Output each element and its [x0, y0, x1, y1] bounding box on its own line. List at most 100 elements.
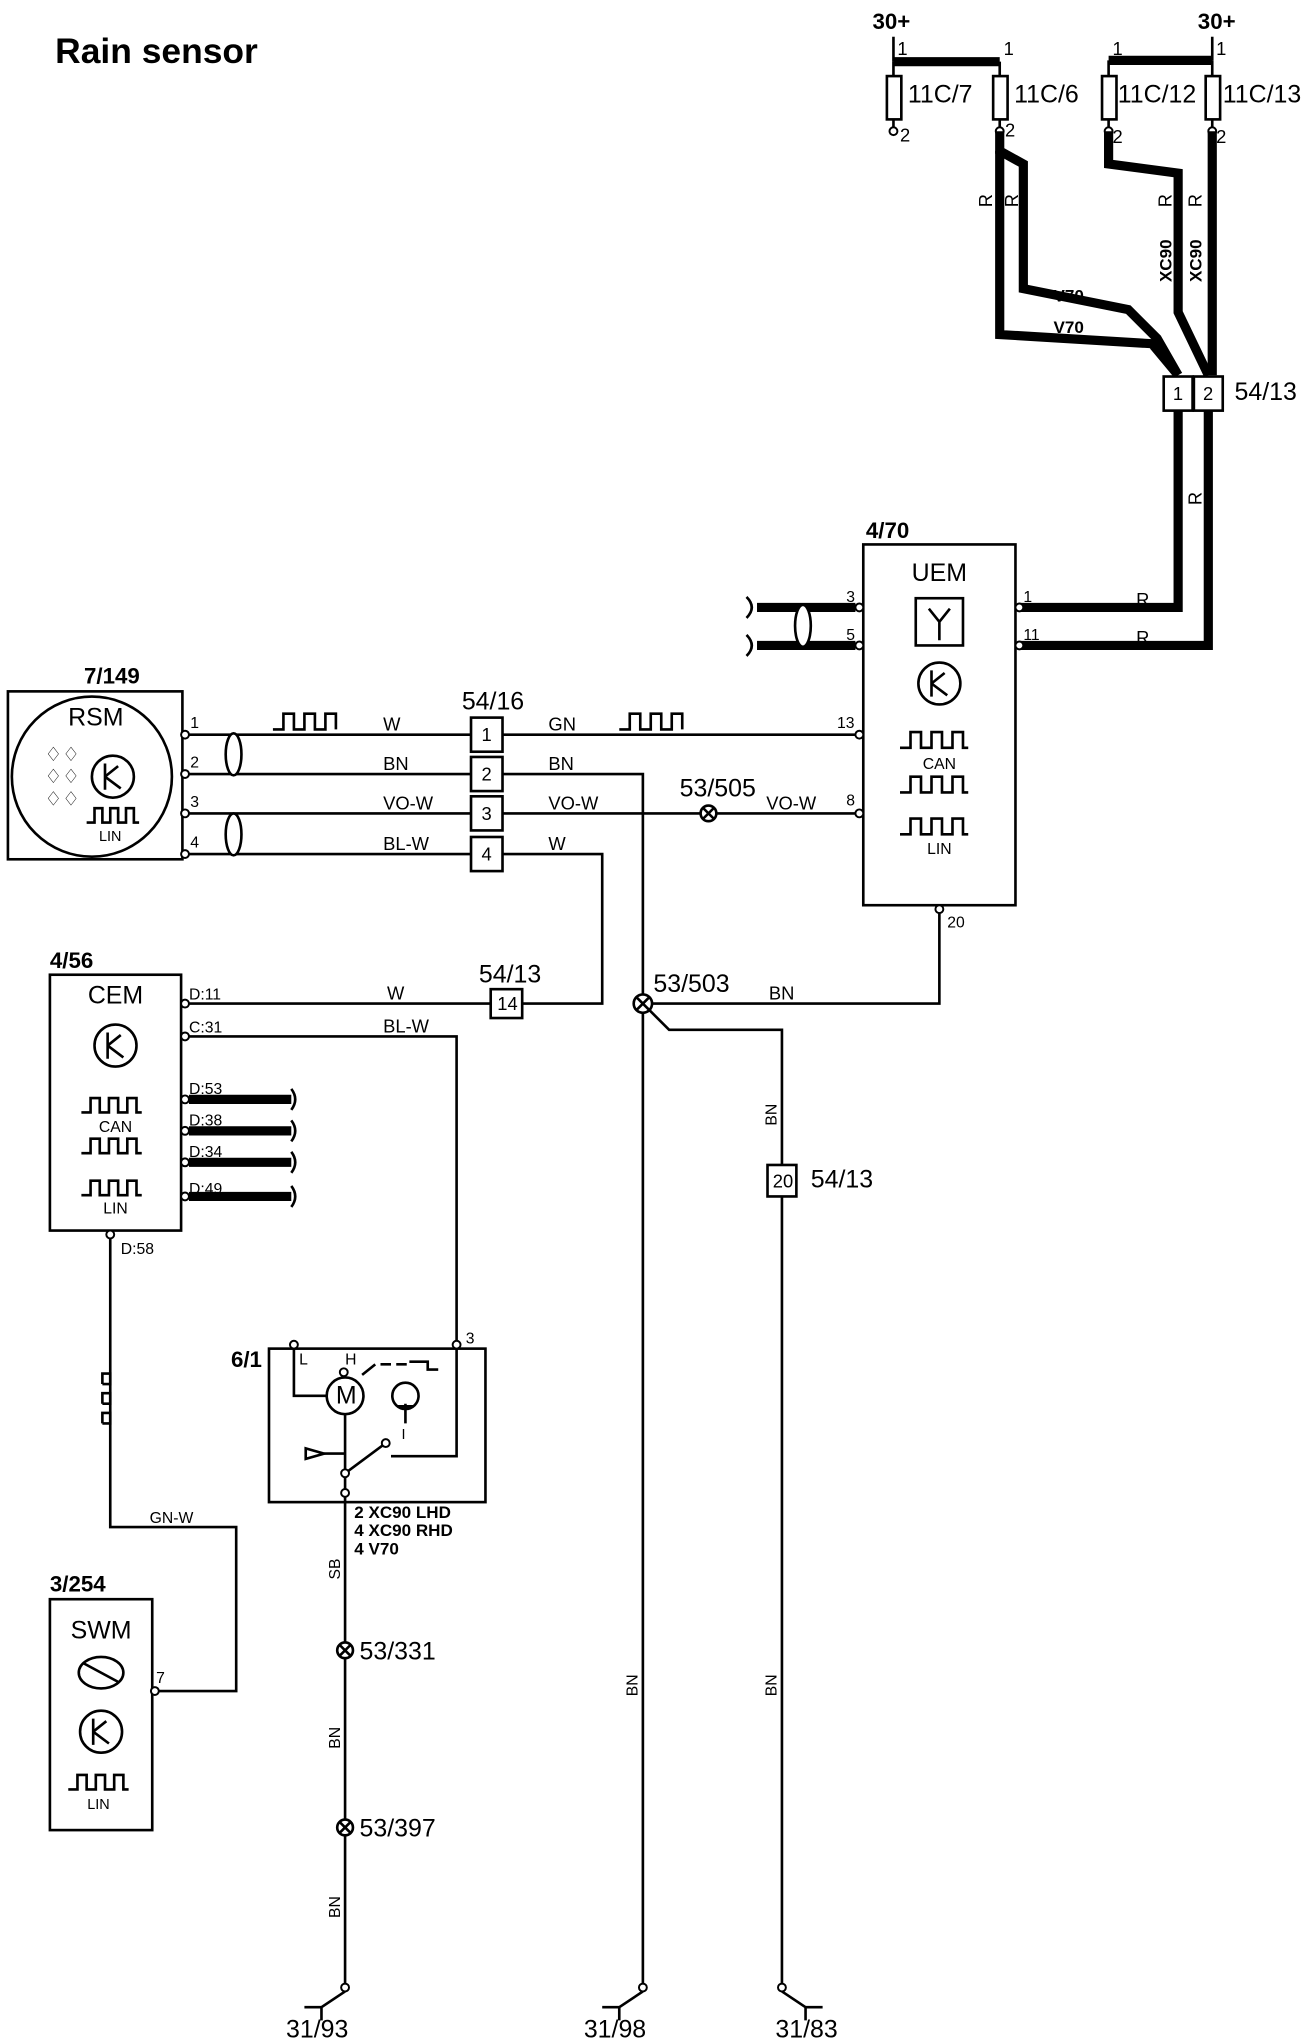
wiper-motor: 6/1 L H 3 M I 2 XC90 LHD 4 XC90 RHD 4 V7…	[231, 1330, 487, 1988]
variant-xc90: XC90	[1187, 239, 1206, 282]
svg-text:♢♢: ♢♢	[45, 789, 80, 811]
pin-label: 2	[1203, 383, 1213, 404]
svg-text:M: M	[336, 1382, 357, 1410]
connector-label: 54/16	[462, 688, 524, 716]
wire-color-r: R	[1136, 627, 1149, 648]
splice-53-503: 53/503	[632, 970, 730, 1015]
connector-5413-top: 1 2 54/13	[1162, 375, 1297, 412]
wire-color-w: W	[387, 983, 405, 1004]
uem-pin: 13	[837, 715, 855, 732]
wire-color-r: R	[1185, 492, 1206, 505]
wiper-pin: L	[299, 1351, 308, 1368]
connector-label: 54/13	[1235, 378, 1297, 406]
lin-signal-icon	[81, 1179, 142, 1197]
connector-label: 54/13	[811, 1165, 873, 1193]
cem-pin: D:58	[121, 1241, 154, 1258]
steering-wheel-icon	[77, 1655, 125, 1690]
wire-color-bn: BN	[764, 1674, 781, 1696]
can-signal-icon	[900, 775, 969, 794]
raindrop-icon: ♢♢ ♢♢ ♢♢	[45, 744, 80, 811]
fuse-11c12	[1100, 74, 1118, 121]
variant-v70: V70	[1054, 287, 1084, 306]
ground-label: 31/83	[775, 2015, 837, 2040]
wire-color-r: R	[1136, 589, 1149, 610]
transistor-icon	[93, 1023, 138, 1068]
uem-can-bus-wires	[745, 595, 856, 657]
wire-color-vo-w: VO-W	[383, 792, 434, 813]
fuse-pin: 1	[897, 38, 907, 59]
park-switch-icon: I	[390, 1381, 420, 1443]
bus-wires: GN BN VO-W VO-W W BN BN BN BN	[502, 712, 941, 1988]
wire-color-bn: BN	[625, 1674, 642, 1696]
wire-color-vo-w: VO-W	[548, 792, 599, 813]
swm-module: 3/254 SWM LIN 7	[48, 1571, 165, 1832]
cem-lin-label: LIN	[103, 1201, 128, 1218]
uem-pin: 5	[846, 627, 855, 644]
diagram-title: Rain sensor	[55, 31, 258, 71]
splice-53-505: 53/505	[680, 774, 756, 823]
wire-color-r: R	[1001, 194, 1022, 207]
wire-color-gn: GN	[548, 714, 576, 735]
fuse-pin: 1	[1216, 38, 1226, 59]
uem-ref: 4/70	[866, 518, 909, 543]
supply-wires: R R R R R XC90 XC90 V70 V70 R R	[975, 131, 1217, 651]
variant-v70: V70	[1054, 318, 1084, 337]
splice-label: 53/503	[653, 970, 729, 998]
wire-color-gn-w: GN-W	[150, 1510, 194, 1527]
splice-label: 53/331	[360, 1638, 436, 1666]
connector-5413-pin14: 54/13 14	[479, 961, 541, 1020]
fuse-label-11c13: 11C/13	[1223, 80, 1301, 108]
swm-pin: 7	[156, 1670, 165, 1687]
cem-pin: D:11	[189, 987, 221, 1004]
uem-pin: 1	[1023, 589, 1032, 606]
rsm-wires: W BN VO-W BL-W	[188, 712, 472, 857]
rsm-module: 7/149 RSM ♢♢ ♢♢ ♢♢ LIN 1 2 3 4	[6, 663, 199, 861]
ground-31-83: 31/83	[775, 1982, 838, 2040]
fuse-pin: 1	[1113, 38, 1123, 59]
wire-color-bn: BN	[327, 1896, 344, 1918]
rsm-pin: 2	[190, 754, 199, 771]
cem-pin: D:34	[189, 1144, 222, 1161]
cem-ref: 4/56	[50, 948, 93, 973]
ground-31-98: 31/98	[584, 1982, 648, 2040]
lin-signal-icon	[68, 1773, 129, 1791]
can-signal-icon	[81, 1137, 142, 1155]
pin-label: 2	[482, 764, 492, 785]
motor-icon: M	[325, 1376, 365, 1416]
transistor-icon	[78, 1709, 124, 1755]
transistor-icon	[917, 661, 962, 706]
wire-color-bn: BN	[383, 753, 409, 774]
supply-label-left: 30+	[872, 9, 910, 34]
rsm-lin-label: LIN	[99, 829, 121, 845]
uem-pin: 8	[846, 793, 855, 810]
wire-color-bn: BN	[327, 1727, 344, 1749]
lin-signal-icon	[900, 817, 969, 836]
uem-lin-label: LIN	[927, 841, 952, 858]
connector-5413-pin20: 20 54/13	[766, 1163, 873, 1198]
wire-color-vo-w: VO-W	[766, 792, 817, 813]
cem-pin: D:53	[189, 1081, 222, 1098]
fuse-label-11c6: 11C/6	[1014, 80, 1079, 108]
splice-label: 53/505	[680, 774, 756, 802]
fuse-pin: 2	[1005, 119, 1015, 140]
pin-label: 14	[497, 993, 517, 1014]
ground-label: 31/93	[286, 2015, 348, 2040]
ground-label: 31/98	[584, 2015, 646, 2040]
fuse-11c6	[991, 74, 1009, 121]
splice-53-397: 53/397	[335, 1815, 436, 1843]
wire-color-w: W	[383, 714, 401, 735]
fuse-label-11c7: 11C/7	[908, 80, 973, 108]
rsm-ref: 7/149	[84, 663, 140, 688]
fuse-pin: 2	[1216, 126, 1226, 147]
svg-text:♢♢: ♢♢	[45, 766, 80, 788]
lin-signal-icon	[86, 806, 140, 824]
connector-5416: 54/16 1 2 3 4	[462, 688, 524, 873]
wiper-variant: 2 XC90 LHD	[354, 1503, 451, 1522]
rsm-pin: 1	[190, 715, 199, 732]
fuse-pin: 2	[900, 125, 910, 146]
can-signal-icon	[900, 730, 969, 750]
pin-label: 3	[482, 803, 492, 824]
swm-lin-label: LIN	[87, 1797, 109, 1813]
wire-color-r: R	[1155, 194, 1176, 207]
variant-xc90: XC90	[1157, 239, 1176, 282]
